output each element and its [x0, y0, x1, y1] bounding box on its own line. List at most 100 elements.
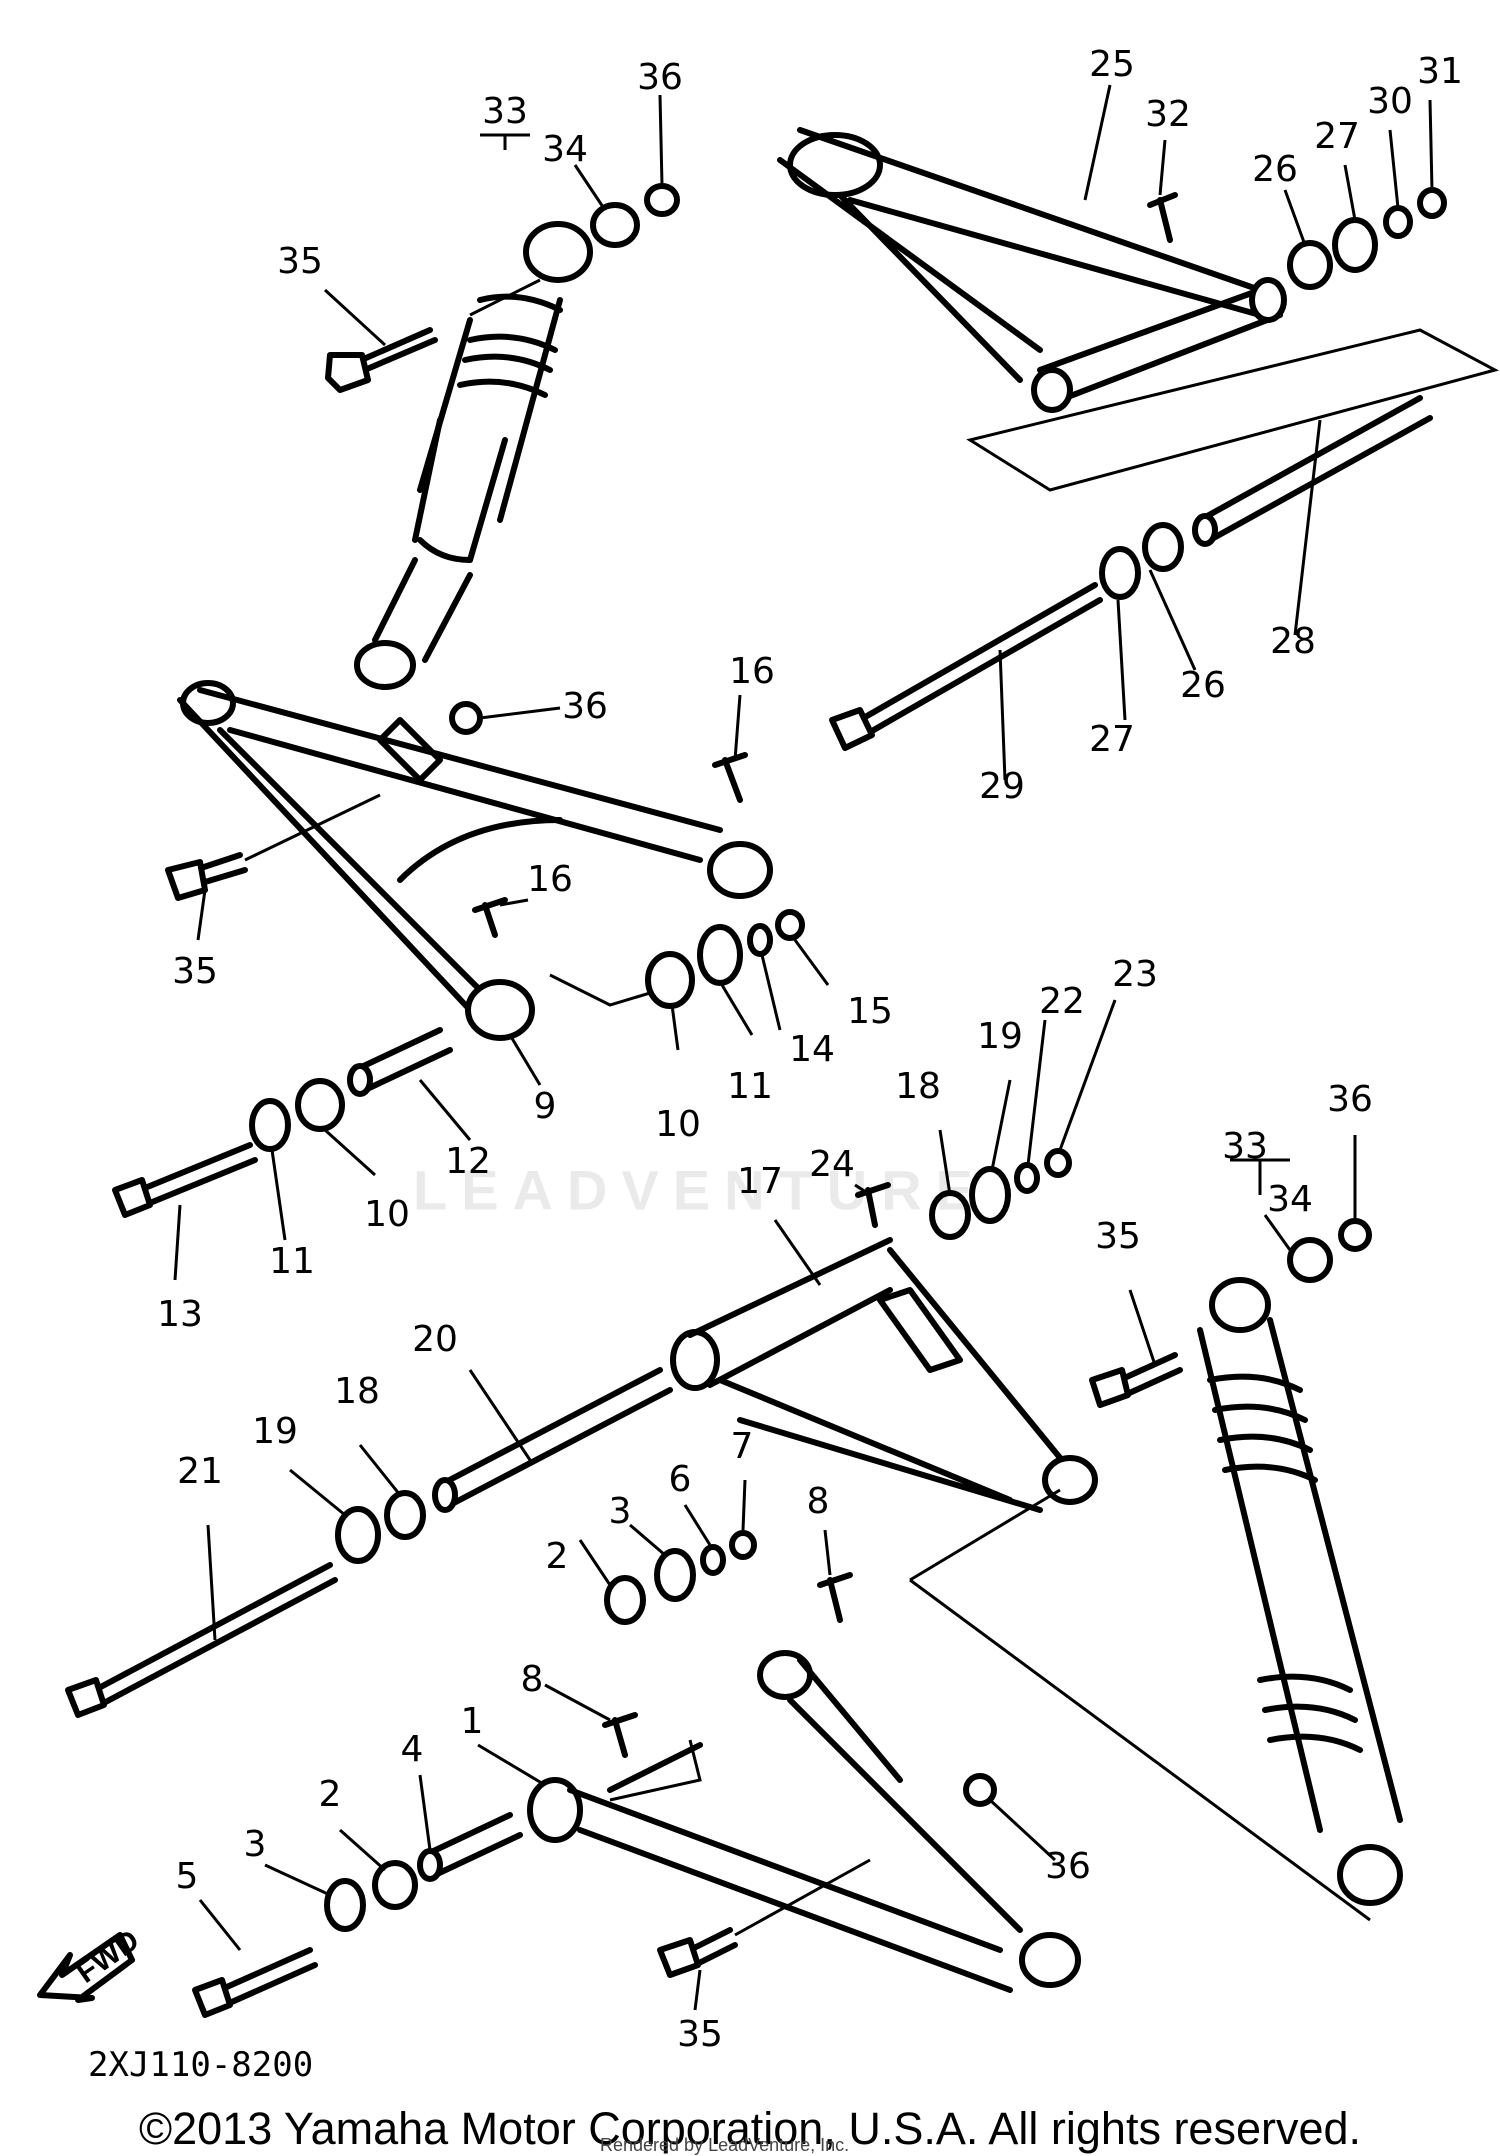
callout-14: 14 [789, 1029, 835, 1070]
grease-nipple-32 [1147, 192, 1178, 243]
collar-4 [417, 1812, 523, 1882]
grease-16a [712, 752, 748, 803]
shock-absorber-lower [909, 1277, 1403, 1922]
seal-3a [654, 1548, 696, 1602]
nut-34a [590, 202, 640, 248]
seal-11b [249, 1098, 291, 1152]
callout-10: 10 [655, 1104, 701, 1145]
callout-1: 1 [460, 1701, 484, 1742]
grease-24 [855, 1182, 891, 1228]
seal-19a [969, 1166, 1011, 1224]
callout-31: 31 [1417, 51, 1463, 92]
callout-8: 8 [806, 1481, 830, 1522]
seal-19b [335, 1506, 381, 1564]
nut-36d [963, 1773, 997, 1807]
callout-18: 18 [895, 1066, 941, 1107]
grease-8b [602, 1712, 638, 1758]
callout-26: 26 [1180, 665, 1226, 706]
rendered-by-credit: Rendered by LeadVenture, Inc. [600, 2135, 850, 2155]
callout-25: 25 [1089, 44, 1135, 85]
callout-35: 35 [677, 2014, 723, 2055]
callout-24: 24 [809, 1144, 855, 1185]
callout-19: 19 [977, 1016, 1023, 1057]
nut-36b [449, 701, 483, 735]
callout-10: 10 [364, 1194, 410, 1235]
callout-12: 12 [445, 1141, 491, 1182]
callout-2: 2 [545, 1536, 569, 1577]
washer-14 [747, 923, 773, 957]
callout-33: 33 [1222, 1126, 1268, 1167]
callout-13: 13 [157, 1294, 203, 1335]
arm-1 [527, 1650, 1081, 1993]
callout-35: 35 [172, 951, 218, 992]
callout-36: 36 [637, 57, 683, 98]
shock-absorber-upper [354, 221, 593, 690]
callout-28: 28 [1270, 621, 1316, 662]
bolt-29 [829, 582, 1103, 751]
diagram-code: 2XJ110-8200 [88, 2045, 314, 2085]
bolt-5 [192, 1947, 318, 2018]
callout-22: 22 [1039, 981, 1085, 1022]
callout-34: 34 [542, 129, 588, 170]
callout-35: 35 [277, 241, 323, 282]
callout-26: 26 [1252, 149, 1298, 190]
callout-17: 17 [737, 1161, 783, 1202]
callout-27: 27 [1089, 719, 1135, 760]
callout-33: 33 [482, 91, 528, 132]
bush-26b [1142, 522, 1184, 572]
callout-34: 34 [1267, 1179, 1313, 1220]
callout-32: 32 [1145, 94, 1191, 135]
nut-15 [775, 909, 805, 941]
bush-10b [295, 1078, 345, 1132]
callout-23: 23 [1112, 954, 1158, 995]
fwd-arrow-icon [37, 1932, 135, 2003]
grease-16b [472, 897, 508, 938]
nut-23 [1044, 1148, 1072, 1178]
callout-5: 5 [175, 1856, 199, 1897]
collar-28 [1192, 395, 1433, 547]
callout-2: 2 [318, 1774, 342, 1815]
callout-21: 21 [177, 1451, 223, 1492]
callout-19: 19 [252, 1411, 298, 1452]
callout-16: 16 [527, 859, 573, 900]
copyright-notice: ©2013 Yamaha Motor Corporation, U.S.A. A… [138, 2103, 1362, 2154]
bolt-35d [657, 1858, 871, 1978]
seal-27b [1099, 546, 1141, 600]
callout-36: 36 [1045, 1846, 1091, 1887]
bush-2b [372, 1860, 418, 1910]
callout-29: 29 [979, 766, 1025, 807]
callout-27: 27 [1314, 116, 1360, 157]
callout-20: 20 [412, 1319, 458, 1360]
watermark: LEADVENTURE [412, 1158, 988, 1222]
callout-11: 11 [269, 1241, 315, 1282]
callout-8: 8 [520, 1659, 544, 1700]
callout-3: 3 [243, 1824, 267, 1865]
bush-26a [1287, 240, 1333, 290]
bolt-21 [65, 1562, 338, 1718]
callout-16: 16 [729, 651, 775, 692]
callout-4: 4 [400, 1729, 424, 1770]
nut-36c [1338, 1218, 1372, 1252]
nut-36a [644, 183, 680, 217]
washer-30 [1383, 205, 1413, 239]
seal-27a [1332, 217, 1378, 273]
callout-3: 3 [608, 1491, 632, 1532]
callout-36: 36 [562, 686, 608, 727]
nut-31 [1417, 187, 1447, 219]
bush-18b [384, 1490, 426, 1540]
callout-7: 7 [730, 1426, 754, 1467]
lower-arm-9 [177, 680, 773, 1041]
seal-11a [697, 924, 743, 986]
callout-36: 36 [1327, 1079, 1373, 1120]
callout-30: 30 [1367, 81, 1413, 122]
arm-17 [670, 1237, 1098, 1513]
collar-20 [432, 1367, 673, 1513]
leader-lines [173, 84, 1434, 2011]
bolt-13 [112, 1142, 258, 1218]
callout-9: 9 [533, 1086, 557, 1127]
nut-7 [729, 1530, 757, 1560]
nut-34b [1287, 1237, 1333, 1283]
callout-18: 18 [334, 1371, 380, 1412]
bush-10a [645, 951, 695, 1009]
